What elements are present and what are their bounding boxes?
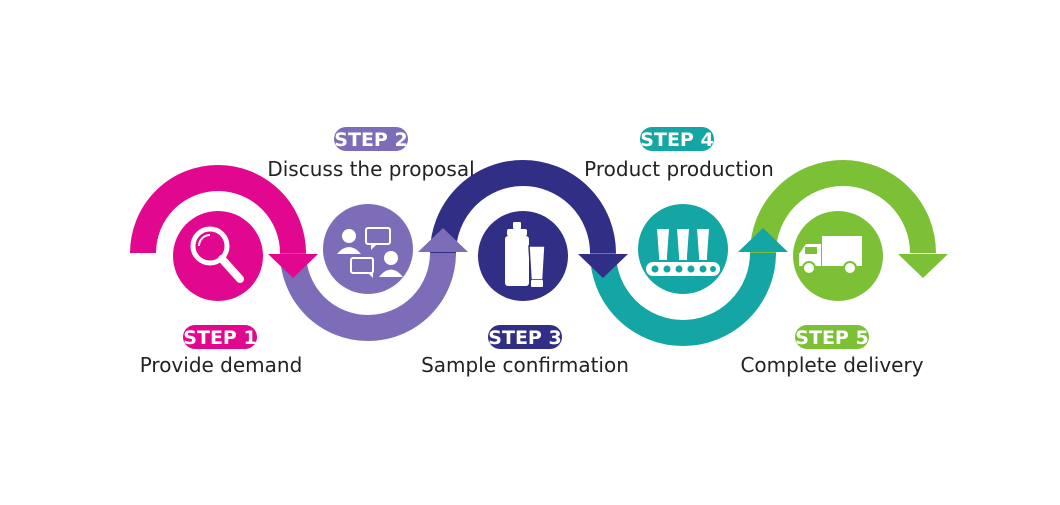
step-5-badge-text: STEP 5 (795, 327, 868, 349)
delivery-truck-icon (799, 236, 862, 275)
step-2-caption: Discuss the proposal (267, 157, 474, 181)
conveyor-belt-icon (646, 229, 720, 276)
step-5-badge (795, 325, 869, 349)
step-5-caption: Complete delivery (740, 353, 923, 377)
flow-arc-step-5 (750, 160, 936, 254)
flow-arrowheads (268, 228, 948, 278)
step-3-badge-text: STEP 3 (488, 327, 561, 349)
step-2-badge (334, 127, 408, 151)
step-5-node (793, 211, 883, 301)
step-1-label: STEP 1 Provide demand (140, 325, 303, 377)
flow-arc-step-1 (130, 165, 306, 254)
flow-arc-step-4 (590, 252, 776, 346)
step-3-node (478, 211, 568, 301)
arrowhead-step-3 (578, 254, 628, 278)
step-2-label: STEP 2 Discuss the proposal (267, 127, 475, 181)
step-1-badge-text: STEP 1 (183, 327, 256, 349)
arrowhead-step-5 (898, 254, 948, 278)
step-2-node (323, 204, 413, 294)
arrowhead-step-2 (418, 228, 468, 252)
step-3-label: STEP 3 Sample confirmation (421, 325, 629, 377)
step-4-caption: Product production (584, 157, 774, 181)
chat-people-icon (337, 227, 403, 278)
step-4-label: STEP 4 Product production (584, 127, 774, 181)
flow-band (130, 160, 936, 346)
flow-arc-step-3 (430, 160, 616, 254)
step-4-node (638, 204, 728, 294)
flow-arc-step-2 (280, 252, 456, 341)
step-2-badge-text: STEP 2 (334, 129, 407, 151)
step-1-node (173, 211, 263, 301)
step-3-badge (488, 325, 562, 349)
step-1-badge (183, 325, 257, 349)
arrowhead-step-4 (738, 228, 788, 252)
step-4-badge (640, 127, 714, 151)
cosmetic-bottles-icon (505, 222, 546, 287)
step-4-badge-text: STEP 4 (640, 129, 713, 151)
arrowhead-step-1 (268, 254, 318, 278)
step-1-caption: Provide demand (140, 353, 303, 377)
step-3-caption: Sample confirmation (421, 353, 629, 377)
step-5-label: STEP 5 Complete delivery (740, 325, 924, 377)
magnifier-icon (190, 226, 244, 283)
